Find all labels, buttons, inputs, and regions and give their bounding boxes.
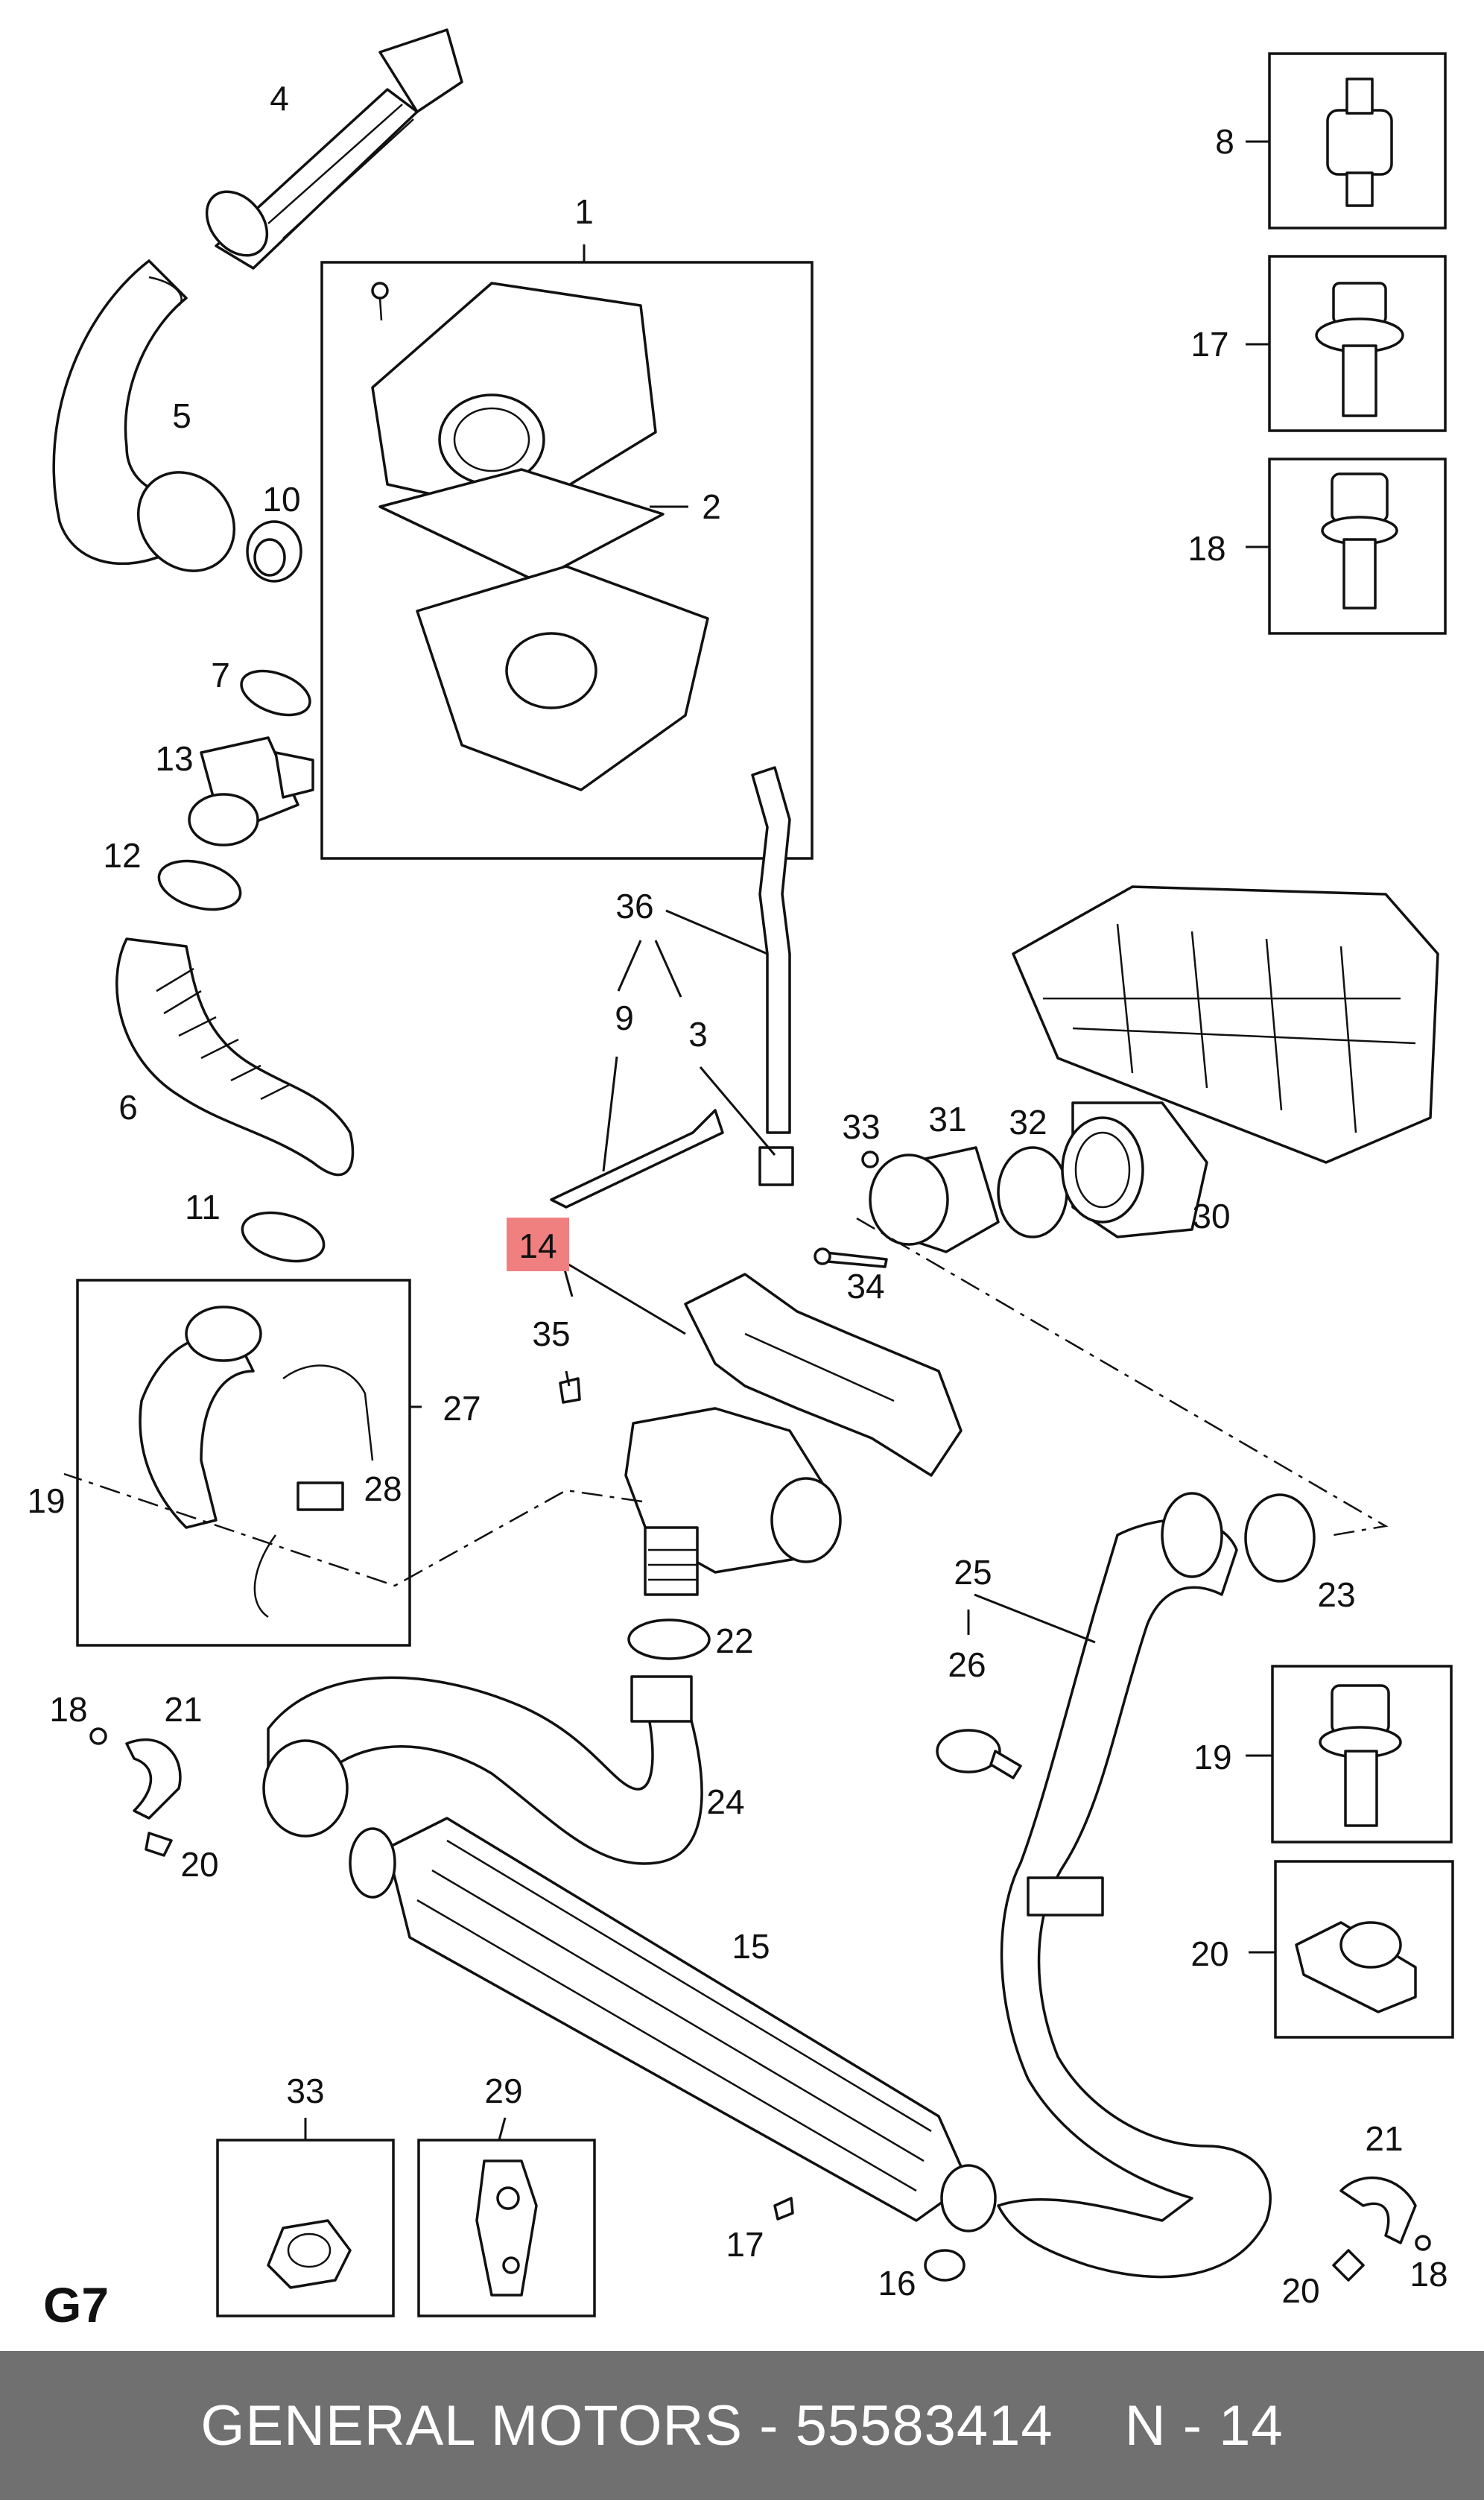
part-22-clamp: [627, 1618, 711, 1660]
part-16-grommet: [924, 2249, 965, 2282]
callout-15: 15: [732, 1927, 770, 1966]
part-26-clip: [936, 1729, 1022, 1779]
parts-diagram: 1 2 3 4 5 6 7 8 9 10 11 12 13 14 15 16 1…: [27, 28, 1454, 2332]
callout-2: 2: [702, 487, 721, 526]
footer-position: N - 14: [1124, 2393, 1284, 2458]
callout-31: 31: [928, 1100, 966, 1139]
part-14-egr-pipe: [684, 1273, 963, 1477]
part-12-clamp: [157, 859, 242, 911]
callout-21-right: 21: [1365, 2119, 1403, 2158]
part-15-intercooler: [349, 1817, 997, 2232]
part-13-maf-sensor: [188, 736, 314, 846]
part-10-grommet: [246, 520, 302, 583]
callout-18-top: 18: [1187, 529, 1225, 568]
part-18-bolt: [1321, 472, 1398, 610]
callout-4: 4: [270, 79, 289, 118]
detail-box-19: [1271, 1665, 1453, 1844]
callout-8: 8: [1215, 122, 1234, 161]
leader-lines: [304, 140, 1275, 2141]
part-23-clamp: [1244, 1493, 1316, 1583]
callout-11: 11: [185, 1188, 221, 1227]
callout-17-bottom: 17: [726, 2225, 764, 2264]
callout-35: 35: [532, 1314, 570, 1353]
callout-13: 13: [155, 739, 193, 778]
part-21-bracket-right: [1332, 2176, 1431, 2282]
part-33-nut: [267, 2219, 352, 2289]
part-5-hose: [52, 259, 236, 572]
callout-16: 16: [878, 2264, 916, 2303]
part-4-duct: [205, 28, 463, 270]
footer-bar: GENERAL MOTORS - 55583414 N - 14: [0, 2351, 1484, 2500]
footer-brand: GENERAL MOTORS: [200, 2393, 743, 2458]
callout-9: 9: [615, 999, 634, 1037]
callout-33-top: 33: [842, 1107, 880, 1146]
part-17-bolt-lower: [773, 2197, 794, 2221]
part-24-hose: [262, 1675, 703, 1865]
page-code: G7: [43, 2277, 109, 2332]
dash-line-egr-to-27: [63, 1472, 643, 1587]
part-7-clamp: [240, 669, 311, 717]
part-36-vent-tube: [550, 766, 794, 1209]
callout-19-right: 19: [1193, 1738, 1231, 1776]
part-34-bolt: [814, 1247, 888, 1268]
callout-18-right: 18: [1410, 2255, 1447, 2294]
callout-25: 25: [954, 1553, 992, 1592]
callout-10: 10: [262, 480, 300, 519]
callout-34: 34: [846, 1267, 884, 1306]
part-egr-valve: [624, 1407, 842, 1596]
part-8-insert: [1326, 77, 1393, 207]
callout-28: 28: [364, 1469, 402, 1508]
part-27-egr-cooler-pipe: [139, 1306, 374, 1618]
part-19-bolt: [1319, 1684, 1402, 1827]
callout-7: 7: [211, 656, 230, 694]
callout-20-right: 20: [1190, 1934, 1228, 1973]
part-21-bracket-left: [89, 1727, 182, 1857]
callout-3: 3: [688, 1015, 708, 1054]
part-11-clamp: [241, 1211, 326, 1263]
detail-box-29: [417, 2139, 596, 2317]
part-6-hose: [115, 937, 355, 1177]
callout-30: 30: [1192, 1197, 1230, 1235]
callout-22: 22: [715, 1621, 753, 1660]
callout-33-box: 33: [286, 2072, 324, 2110]
part-intake-manifold: [1012, 885, 1439, 1164]
part-20-clip-nut: [1295, 1921, 1417, 2013]
callout-21-left: 21: [164, 1690, 202, 1729]
part-31-adapter: [861, 1146, 1000, 1253]
callout-5: 5: [172, 396, 191, 435]
part-25-hose: [997, 1492, 1272, 2279]
callout-24: 24: [706, 1782, 744, 1821]
callout-32: 32: [1009, 1103, 1047, 1142]
part-35-clip: [559, 1377, 581, 1404]
part-17-bolt: [1315, 282, 1404, 417]
callout-19-left: 19: [27, 1481, 65, 1520]
footer-part-number: 55583414: [795, 2393, 1053, 2458]
callout-17-top: 17: [1190, 325, 1228, 364]
callout-29: 29: [484, 2072, 522, 2110]
callout-26: 26: [948, 1645, 986, 1684]
callout-14: 14: [519, 1227, 556, 1265]
callout-18-left: 18: [49, 1690, 87, 1729]
part-29-bracket: [475, 2159, 538, 2297]
callout-36: 36: [615, 887, 653, 925]
footer-text: GENERAL MOTORS - 55583414 N - 14: [200, 2393, 1283, 2458]
callout-20-bottom: 20: [1281, 2271, 1319, 2310]
footer-separator: -: [743, 2393, 796, 2458]
dash-line-egr-to-throttle: [856, 1217, 1389, 1537]
highlight-box-14: [507, 1218, 569, 1271]
part-30-throttle-body: [1061, 1101, 1208, 1238]
callout-6: 6: [118, 1088, 138, 1127]
part-1-air-cleaner: [371, 282, 709, 791]
air-cleaner-box: [320, 261, 814, 860]
callout-12: 12: [103, 836, 141, 875]
callout-1: 1: [574, 192, 594, 231]
detail-box-20: [1274, 1860, 1454, 2039]
callout-27: 27: [443, 1389, 481, 1428]
part-32-seal: [997, 1146, 1068, 1238]
detail-box-27: [76, 1279, 411, 1647]
callout-23: 23: [1317, 1575, 1355, 1614]
callout-20-left: 20: [180, 1845, 218, 1884]
